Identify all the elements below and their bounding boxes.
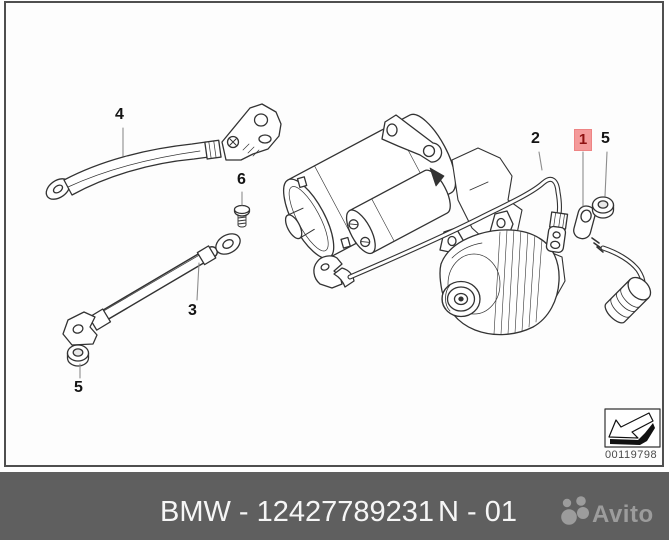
part-label-3[interactable]: 3 — [188, 302, 197, 319]
part-label-1-highlighted[interactable]: 1 — [575, 130, 591, 150]
part-number-caption: BMW - 12427789231 — [160, 496, 435, 528]
part5-left-nut-drawing — [66, 344, 90, 367]
avito-watermark-text: Avito — [592, 501, 654, 528]
part3-cable-drawing — [62, 233, 241, 346]
stamp-number: 00119798 — [604, 449, 658, 461]
part4-cable-drawing — [45, 103, 282, 200]
footer-bar — [0, 472, 669, 540]
direction-arrow-icon — [608, 412, 654, 439]
part1-cable-drawing — [573, 205, 652, 324]
part-label-5-right[interactable]: 5 — [601, 130, 610, 147]
part2-cable-drawing — [313, 176, 569, 289]
sheet-caption: N - 01 — [438, 496, 517, 528]
stamp-box — [604, 408, 661, 448]
alternator-drawing — [439, 210, 566, 336]
leader-lines — [79, 127, 608, 379]
part6-bolt-drawing — [233, 204, 251, 228]
avito-logo-icon — [561, 496, 589, 525]
part-label-6[interactable]: 6 — [237, 171, 246, 188]
part-label-2[interactable]: 2 — [531, 130, 540, 147]
diagram-linework — [45, 103, 661, 448]
part-label-4[interactable]: 4 — [115, 106, 124, 123]
part5-right-nut-drawing — [591, 196, 615, 219]
avito-watermark: Avito — [552, 492, 667, 532]
part-label-5-left[interactable]: 5 — [74, 379, 83, 396]
